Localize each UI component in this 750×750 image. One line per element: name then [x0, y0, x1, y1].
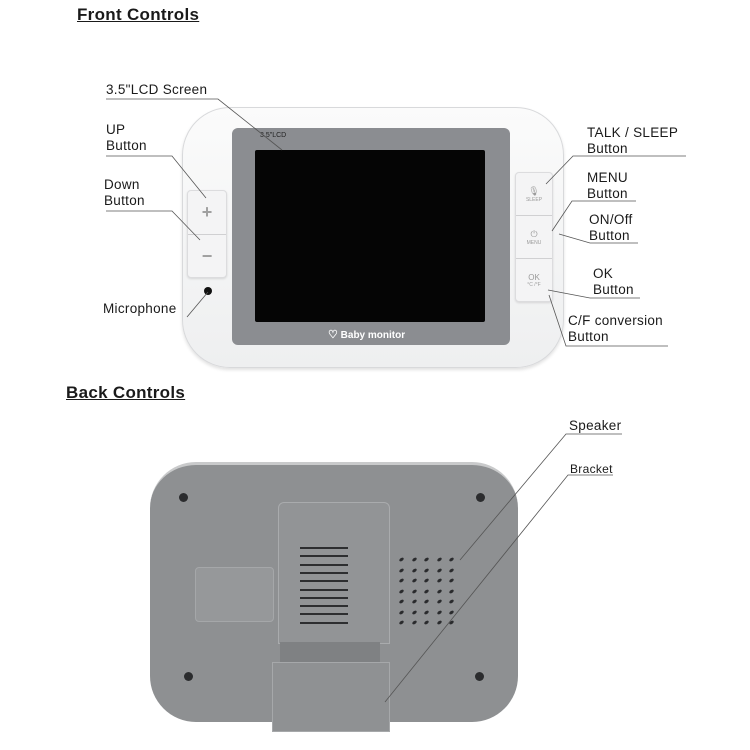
vent-slot [300, 555, 348, 558]
talk-sleep-button[interactable]: 🎙 SLEEP [525, 185, 543, 203]
menu-power-button[interactable]: ⏻ MENU [516, 215, 552, 259]
label-microphone: Microphone [103, 301, 177, 316]
label-lcd-screen: 3.5"LCD Screen [106, 82, 208, 97]
front-controls-heading: Front Controls [77, 5, 200, 24]
hearts-logo-icon: ♡ [328, 329, 338, 341]
leader-down [106, 210, 201, 241]
leader-microphone [186, 291, 209, 318]
screw-icon [476, 493, 485, 502]
leader-lcd [106, 98, 283, 151]
vent-slot [300, 605, 348, 608]
right-button-column: 🎙 SLEEP ⏻ MENU OK °C /°F [515, 172, 553, 302]
leader-ok [547, 289, 640, 299]
vent-slot [300, 596, 348, 599]
bracket-foot[interactable] [272, 662, 390, 732]
rating-label-plate [195, 567, 274, 622]
vent-slot [300, 613, 348, 616]
leader-cf [548, 294, 668, 347]
leader-up [106, 155, 207, 199]
ok-cf-button[interactable]: OK °C /°F [516, 258, 552, 302]
minus-icon: − [201, 246, 213, 266]
leader-bracket [384, 474, 613, 703]
brand-label: ♡ Baby monitor [328, 329, 406, 341]
lcd-screen [255, 150, 485, 322]
microphone-icon: 🎙 [528, 185, 540, 196]
down-button[interactable]: − [188, 234, 226, 278]
screw-icon [179, 493, 188, 502]
leader-on-off [558, 233, 638, 244]
leader-speaker [459, 433, 622, 561]
leader-menu [551, 200, 636, 232]
vent-slot [300, 563, 348, 566]
back-controls-heading: Back Controls [66, 383, 186, 402]
screw-icon [475, 672, 484, 681]
lcd-size-tag: 3.5"LCD [260, 132, 287, 139]
screw-icon [184, 672, 193, 681]
vent-slot [300, 588, 348, 591]
label-bracket: Bracket [570, 462, 613, 476]
bracket-hinge [280, 642, 380, 664]
microphone-hole [204, 287, 212, 295]
power-icon: ⏻ [530, 229, 538, 239]
vent-slot [300, 580, 348, 583]
label-speaker: Speaker [569, 418, 622, 433]
plus-icon: + [201, 202, 213, 222]
leader-talk [545, 155, 686, 185]
vent-slot [300, 547, 348, 549]
vent-slot [300, 621, 348, 624]
vent-slot [300, 571, 348, 574]
up-button[interactable]: + [188, 191, 226, 234]
